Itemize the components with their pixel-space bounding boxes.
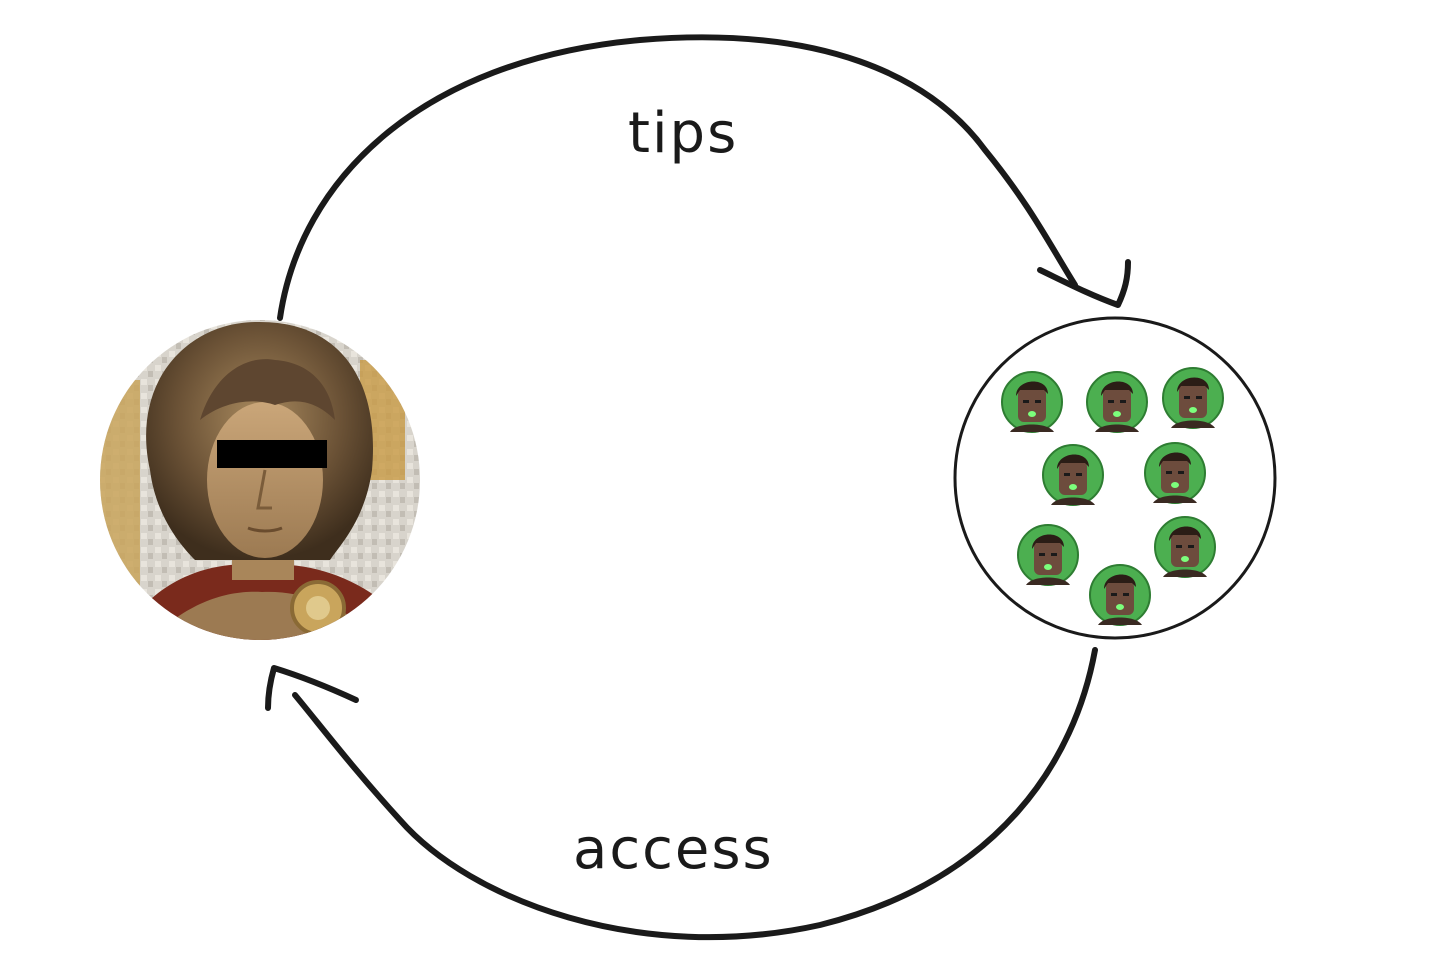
audience-avatar	[1001, 371, 1063, 433]
access-arrow-path	[292, 647, 1098, 941]
access-arrowhead	[265, 665, 359, 711]
creator-node	[100, 320, 420, 640]
audience-avatar	[1086, 371, 1148, 433]
audience-node	[953, 316, 1277, 640]
audience-avatar	[1042, 444, 1104, 506]
audience-avatar	[1162, 367, 1224, 429]
audience-avatar	[1154, 516, 1216, 578]
audience-avatar	[1144, 442, 1206, 504]
audience-avatar	[1089, 564, 1151, 626]
tips-label: tips	[628, 101, 738, 166]
mosaic-portrait-icon	[100, 320, 420, 640]
tips-arrow-path	[277, 34, 1078, 321]
tips-arrowhead	[1037, 259, 1131, 308]
audience-avatar	[1017, 524, 1079, 586]
censor-bar	[217, 440, 327, 468]
avatar-group-icon	[1001, 367, 1224, 626]
access-label: access	[573, 817, 774, 882]
